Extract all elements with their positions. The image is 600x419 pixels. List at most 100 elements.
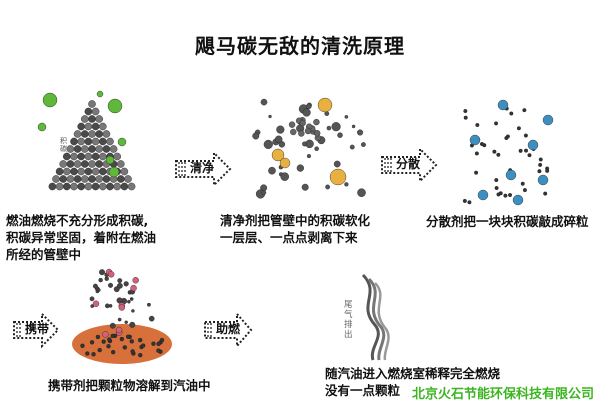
- carbon-particle: [91, 167, 100, 176]
- carbon-particle: [137, 337, 143, 343]
- carbon-particle: [91, 352, 96, 357]
- carbon-particle: [131, 309, 135, 313]
- dispersed-particles-illustration: [462, 99, 554, 206]
- carbon-particle: [268, 114, 272, 119]
- arrow-carry: 携带: [12, 311, 70, 349]
- carbon-particle: [73, 130, 82, 138]
- carbon-particle: [522, 108, 527, 113]
- carbon-particle: [95, 160, 103, 168]
- carbon-particle: [84, 137, 93, 146]
- carbon-particle: [91, 137, 100, 146]
- exhaust-smoke-icon: [361, 273, 390, 361]
- carbon-particle: [99, 122, 107, 131]
- caption-line: 所经的管壁中: [6, 247, 82, 262]
- carrier-particle: [115, 326, 123, 334]
- carbon-particle: [88, 130, 96, 138]
- carbon-particle: [95, 334, 101, 340]
- carbon-particle: [77, 152, 86, 161]
- carbon-particle: [126, 334, 131, 339]
- carbon-particle: [107, 337, 112, 342]
- carbon-particle: [349, 144, 355, 150]
- carbon-particle: [95, 175, 103, 183]
- carbon-particle: [59, 175, 68, 183]
- carbon-particle: [66, 160, 75, 168]
- carbon-particle: [88, 100, 96, 108]
- arrow-label: 清净: [190, 161, 215, 175]
- carbon-particle: [81, 175, 89, 183]
- carbon-particle: [52, 175, 60, 183]
- carbon-particle: [120, 182, 129, 191]
- carbon-particle: [151, 341, 156, 346]
- fuel-droplet: [72, 324, 172, 364]
- carbon-particle: [306, 154, 311, 159]
- carbon-particle: [508, 193, 513, 198]
- carbon-particle: [99, 269, 105, 276]
- carbon-particle: [494, 121, 499, 126]
- dotted-arrow-icon: [381, 146, 438, 184]
- carbon-particle: [109, 322, 116, 329]
- cleaner-particle: [329, 168, 347, 186]
- additive-particle: [37, 122, 47, 132]
- carbon-particle: [479, 142, 484, 147]
- fuel-carrier-illustration: [72, 268, 172, 364]
- carbon-particle: [129, 321, 136, 328]
- carbon-particle: [503, 193, 508, 198]
- carbon-particle: [148, 315, 155, 322]
- carbon-particle: [89, 340, 95, 345]
- carbon-particle: [298, 130, 305, 137]
- carbon-particle: [55, 182, 64, 191]
- carbon-particle: [106, 182, 114, 191]
- dispersant-particle: [537, 174, 549, 186]
- carbon-particle: [325, 184, 331, 190]
- carbon-particle: [84, 182, 93, 191]
- carbon-particle: [91, 107, 100, 116]
- carbon-label: 积碳: [60, 137, 67, 153]
- carbon-particle: [357, 188, 366, 197]
- carbon-particle: [66, 175, 75, 183]
- carbon-particle: [101, 339, 106, 344]
- carbon-particle: [81, 145, 89, 153]
- additive-particle: [42, 92, 58, 108]
- arrow-clean: 清净: [174, 150, 232, 188]
- carbon-particle: [313, 118, 320, 126]
- carrier-particle: [107, 271, 115, 278]
- arrow-label: 分散: [396, 157, 421, 171]
- carbon-particle: [73, 145, 82, 153]
- carbon-particle: [252, 132, 260, 140]
- additive-particle: [96, 90, 104, 98]
- carbon-particle: [102, 175, 111, 183]
- carbon-particle: [263, 139, 273, 149]
- carbon-particle: [518, 148, 523, 153]
- carbon-particle: [331, 122, 341, 132]
- arrow-combustion: 助燃: [203, 311, 261, 349]
- carbon-particle: [73, 175, 82, 183]
- carbon-particle: [99, 167, 107, 176]
- carbon-particle: [122, 345, 128, 350]
- dotted-arrow-icon: [204, 311, 253, 349]
- cleaner-particle: [317, 97, 333, 113]
- carbon-particle: [520, 181, 525, 186]
- caption-line: 分散剂把一块块积碳敲成碎粒: [426, 214, 589, 229]
- carbon-particle: [156, 348, 161, 353]
- carbon-particle: [95, 115, 103, 123]
- additive-particle: [108, 166, 120, 178]
- caption-line: 携带剂把颗粒物溶解到汽油中: [48, 378, 211, 393]
- carbon-particle: [113, 182, 121, 191]
- caption-line: 燃油燃烧不充分形成积碳,: [6, 213, 149, 228]
- carbon-particle: [120, 167, 129, 176]
- carbon-particle: [91, 152, 100, 161]
- carbon-particle: [106, 344, 111, 349]
- dotted-arrow-icon: [13, 311, 60, 349]
- carbon-particle: [290, 128, 297, 136]
- company-name: 北京火石节能环保科技有限公司: [412, 387, 595, 402]
- dispersant-particle: [542, 114, 554, 126]
- carrier-particle: [102, 331, 109, 338]
- carbon-particle: [301, 183, 309, 191]
- caption-line: 没有一点颗粒: [325, 383, 401, 398]
- carbon-particle: [119, 336, 125, 342]
- carbon-particle: [522, 188, 527, 193]
- carbon-particle: [108, 282, 114, 288]
- carbon-particle: [88, 145, 96, 153]
- carbon-particle: [117, 175, 125, 183]
- carbon-particle: [296, 164, 304, 172]
